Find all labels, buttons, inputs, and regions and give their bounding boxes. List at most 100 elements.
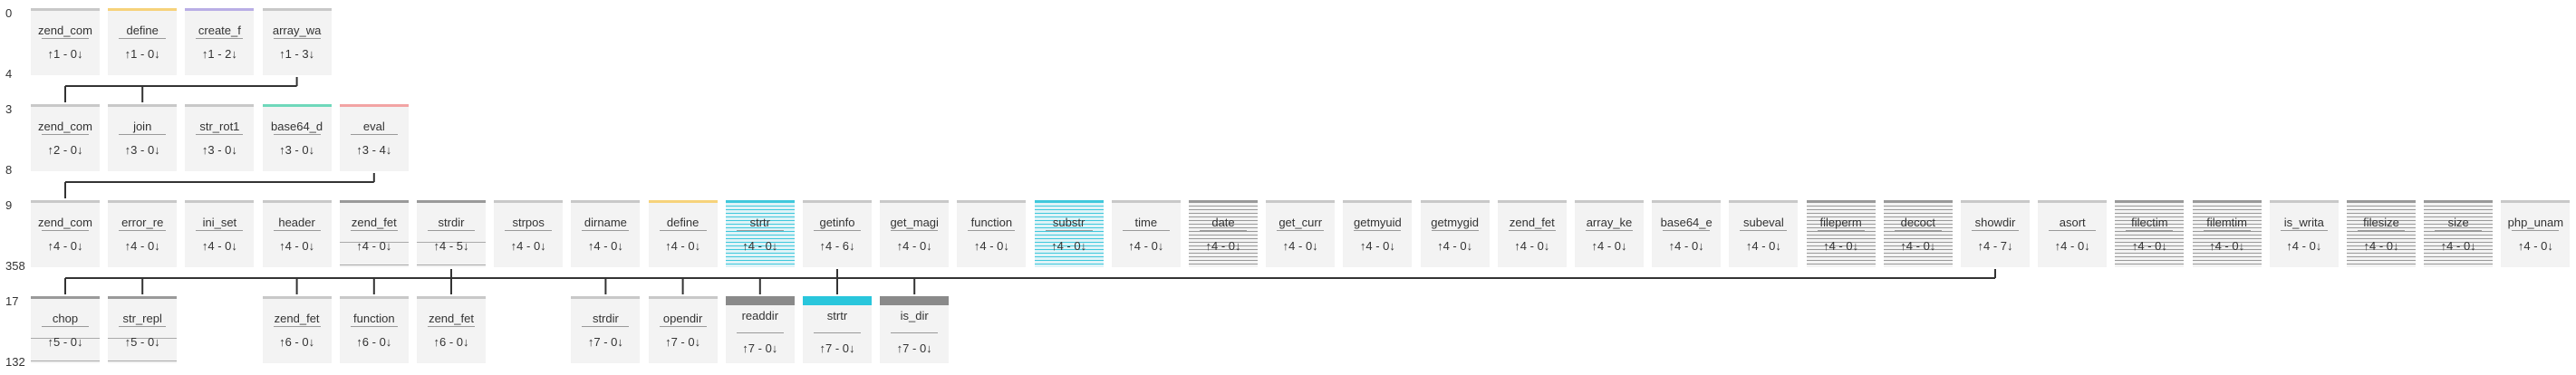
function-node[interactable]: getmygid↑4 - 0↓ (1420, 200, 1490, 267)
function-name: str_repl (122, 312, 162, 325)
divider (1663, 230, 1711, 231)
function-name: error_re (121, 216, 164, 229)
divider (196, 230, 244, 231)
function-node[interactable]: base64_d↑3 - 0↓ (262, 104, 332, 171)
function-node[interactable]: strdir↑7 - 0↓ (571, 296, 641, 363)
divider (968, 230, 1016, 231)
function-node[interactable]: join↑3 - 0↓ (108, 104, 178, 171)
divider (2358, 230, 2405, 231)
function-name: zend_com (38, 216, 92, 229)
function-node[interactable]: str_repl ↑5 - 0↓ (108, 296, 178, 363)
row-count-label: 8 (5, 163, 13, 177)
call-count: ↑4 - 0↓ (510, 239, 546, 253)
function-node[interactable]: filectim↑4 - 0↓ (2115, 200, 2185, 267)
call-count: ↑4 - 0↓ (2440, 239, 2476, 253)
function-node[interactable]: time↑4 - 0↓ (1111, 200, 1181, 267)
function-node[interactable]: date↑4 - 0↓ (1189, 200, 1258, 267)
function-name: dirname (584, 216, 627, 229)
function-node[interactable]: strpos↑4 - 0↓ (494, 200, 564, 267)
divider (2126, 230, 2174, 231)
divider (582, 326, 630, 327)
function-name: str_rot1 (199, 120, 240, 133)
function-node[interactable]: php_unam↑4 - 0↓ (2501, 200, 2571, 267)
function-node[interactable]: zend_fet↑6 - 0↓ (417, 296, 486, 363)
divider (196, 134, 244, 135)
function-name: base64_e (1660, 216, 1713, 229)
function-name: showdir (1974, 216, 2016, 229)
call-count: ↑4 - 5↓ (433, 239, 469, 253)
function-node[interactable]: chop↑5 - 0↓ (31, 296, 100, 363)
function-node[interactable]: define↑4 - 0↓ (648, 200, 718, 267)
call-count: ↑4 - 0↓ (1128, 239, 1164, 253)
call-count: ↑1 - 3↓ (279, 47, 315, 61)
function-node[interactable]: base64_e↑4 - 0↓ (1652, 200, 1722, 267)
function-node[interactable]: str_rot1↑3 - 0↓ (185, 104, 255, 171)
function-node[interactable]: strdir↑4 - 5↓ (417, 200, 486, 267)
call-count: ↑1 - 0↓ (47, 47, 83, 61)
divider (891, 230, 939, 231)
function-node[interactable]: define↑1 - 0↓ (108, 8, 178, 75)
divider (273, 134, 321, 135)
function-node[interactable]: function↑6 - 0↓ (339, 296, 409, 363)
function-node[interactable]: ini_set↑4 - 0↓ (185, 200, 255, 267)
function-node[interactable]: zend_fet↑6 - 0↓ (262, 296, 332, 363)
divider (736, 332, 784, 333)
function-node[interactable]: zend_fet↑4 - 0↓ (339, 200, 409, 267)
divider (428, 326, 475, 327)
function-node[interactable]: getmyuid↑4 - 0↓ (1343, 200, 1413, 267)
function-node[interactable]: strtr↑4 - 0↓ (725, 200, 795, 267)
divider (350, 134, 398, 135)
function-node[interactable]: substr↑4 - 0↓ (1034, 200, 1104, 267)
function-node[interactable]: fileperm↑4 - 0↓ (1806, 200, 1876, 267)
function-name: function (353, 312, 395, 325)
function-name: define (126, 24, 159, 37)
function-node[interactable]: get_magi↑4 - 0↓ (880, 200, 950, 267)
function-node[interactable]: zend_fet↑4 - 0↓ (1497, 200, 1567, 267)
function-node[interactable]: readdir↑7 - 0↓ (725, 296, 795, 363)
function-node[interactable]: filemtim↑4 - 0↓ (2192, 200, 2262, 267)
divider (1354, 230, 1402, 231)
function-node[interactable]: subeval↑4 - 0↓ (1729, 200, 1799, 267)
divider (814, 332, 861, 333)
function-node[interactable]: showdir↑4 - 7↓ (1961, 200, 2030, 267)
function-node[interactable]: array_ke↑4 - 0↓ (1575, 200, 1644, 267)
call-count: ↑7 - 0↓ (819, 341, 855, 355)
divider (736, 230, 784, 231)
function-name: filemtim (2206, 216, 2247, 229)
divider (119, 326, 167, 327)
call-count: ↑4 - 0↓ (1437, 239, 1473, 253)
function-node[interactable]: dirname↑4 - 0↓ (571, 200, 641, 267)
function-node[interactable]: create_f↑1 - 2↓ (185, 8, 255, 75)
function-node[interactable]: function↑4 - 0↓ (957, 200, 1027, 267)
function-node[interactable]: zend_com↑2 - 0↓ (31, 104, 100, 171)
call-count: ↑4 - 0↓ (2517, 239, 2553, 253)
call-count: ↑6 - 0↓ (279, 335, 315, 349)
divider (1200, 230, 1247, 231)
function-node[interactable]: strtr↑7 - 0↓ (803, 296, 872, 363)
function-name: array_wa (272, 24, 322, 37)
function-node[interactable]: zend_com↑1 - 0↓ (31, 8, 100, 75)
call-count: ↑5 - 0↓ (124, 335, 160, 349)
call-count: ↑4 - 0↓ (1359, 239, 1395, 253)
function-node[interactable]: decoct↑4 - 0↓ (1883, 200, 1953, 267)
function-name: strtr (749, 216, 770, 229)
function-node[interactable]: getinfo↑4 - 6↓ (803, 200, 872, 267)
call-count: ↑4 - 0↓ (1051, 239, 1087, 253)
function-node[interactable]: header↑4 - 0↓ (262, 200, 332, 267)
divider (1277, 230, 1325, 231)
function-node[interactable]: is_writa↑4 - 0↓ (2269, 200, 2339, 267)
function-node[interactable]: get_curr↑4 - 0↓ (1266, 200, 1336, 267)
function-node[interactable]: opendir↑7 - 0↓ (648, 296, 718, 363)
function-name: is_writa (2283, 216, 2324, 229)
function-node[interactable]: is_dir↑7 - 0↓ (880, 296, 950, 363)
divider (2280, 230, 2328, 231)
function-node[interactable]: error_re↑4 - 0↓ (108, 200, 178, 267)
function-node[interactable]: filesize↑4 - 0↓ (2347, 200, 2416, 267)
function-node[interactable]: asort↑4 - 0↓ (2038, 200, 2108, 267)
function-node[interactable]: eval↑3 - 4↓ (339, 104, 409, 171)
function-node[interactable]: zend_com↑4 - 0↓ (31, 200, 100, 267)
divider (42, 134, 89, 135)
function-node[interactable]: array_wa ↑1 - 3↓ (262, 8, 332, 75)
function-node[interactable]: size↑4 - 0↓ (2424, 200, 2494, 267)
divider (119, 230, 167, 231)
